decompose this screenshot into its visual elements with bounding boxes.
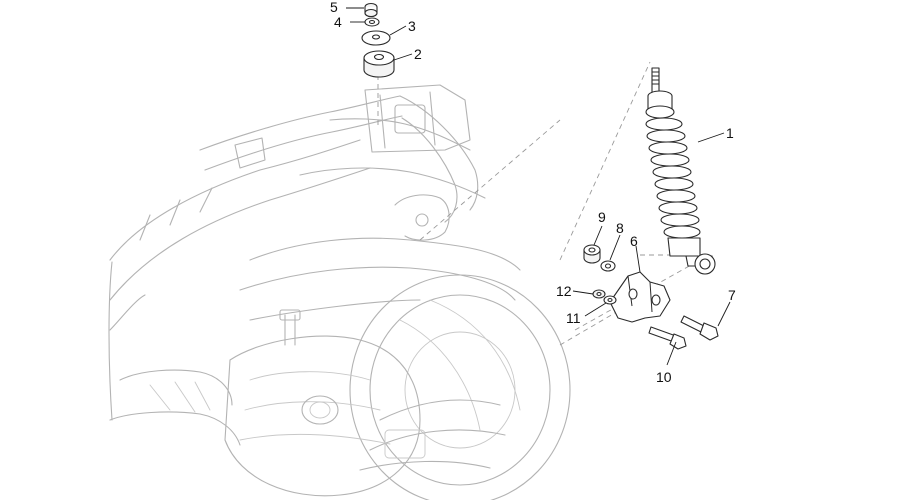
callout-1: 1 <box>726 125 734 141</box>
part-4-washer <box>364 17 380 27</box>
callout-9: 9 <box>598 209 606 225</box>
part-10-bolt <box>648 326 687 350</box>
callout-3: 3 <box>408 18 416 34</box>
part-5-nut <box>364 2 378 18</box>
callout-10: 10 <box>656 369 672 385</box>
part-1-shock-absorber <box>645 67 716 275</box>
part-2-rubber-bushing <box>363 50 395 78</box>
callout-8: 8 <box>616 220 624 236</box>
part-11-washer <box>603 295 617 305</box>
part-12-nut <box>592 289 606 299</box>
callout-7: 7 <box>728 287 736 303</box>
part-7-bolt <box>680 315 719 341</box>
callout-labels: 1 2 3 4 5 6 7 8 9 10 11 12 <box>330 0 736 385</box>
scooter-frame-background <box>108 61 701 500</box>
part-3-washer <box>361 30 391 46</box>
part-6-bracket <box>609 271 671 323</box>
callout-11: 11 <box>566 310 581 326</box>
part-9-nut <box>583 244 601 264</box>
callout-12: 12 <box>556 283 572 299</box>
callout-4: 4 <box>334 14 342 30</box>
callout-5: 5 <box>330 0 338 15</box>
part-8-washer <box>600 260 616 272</box>
callout-6: 6 <box>630 233 638 249</box>
shock-spring <box>645 117 701 239</box>
callout-2: 2 <box>414 46 422 62</box>
leader-lines <box>346 7 731 366</box>
